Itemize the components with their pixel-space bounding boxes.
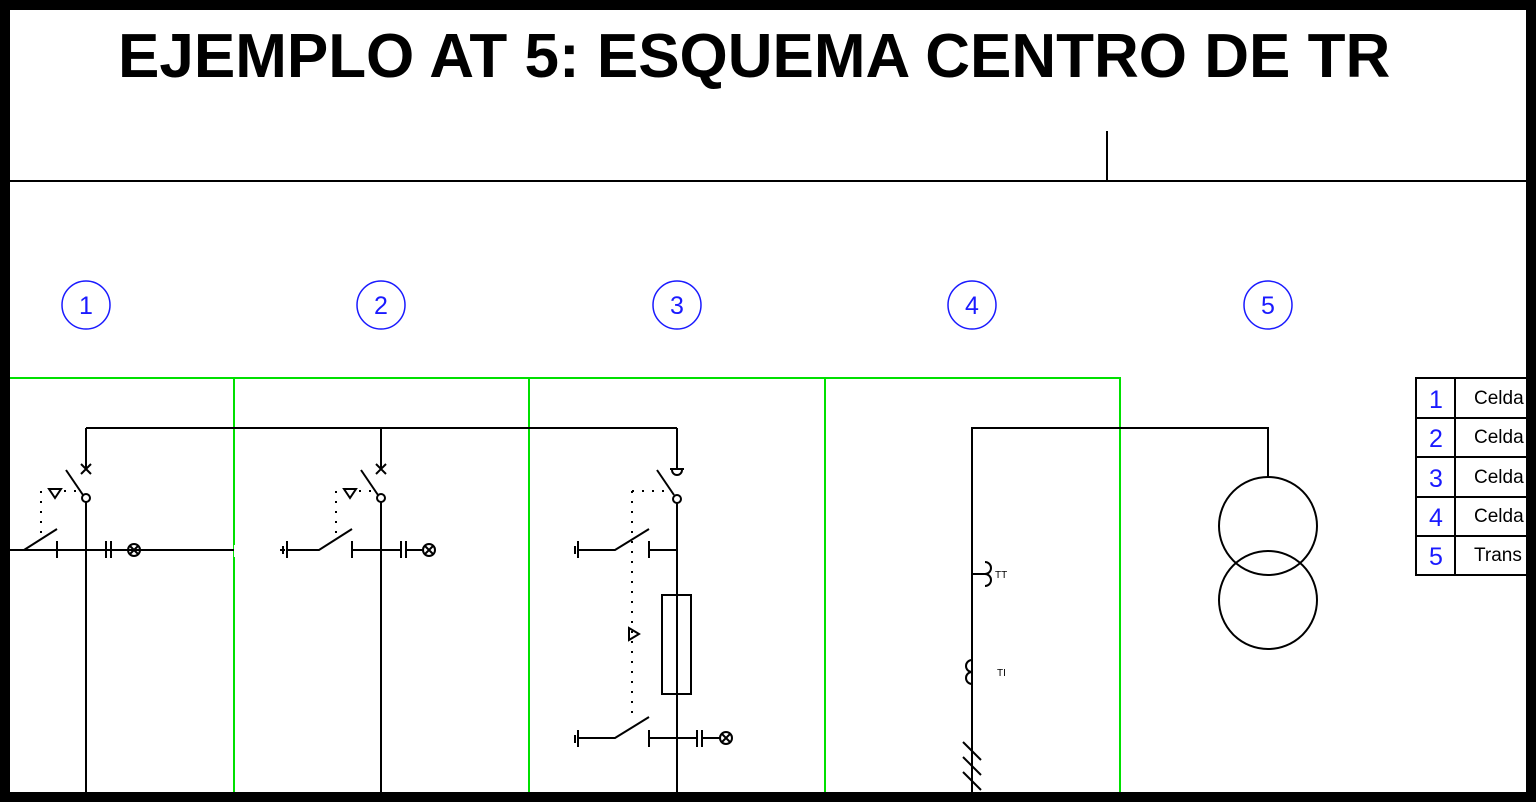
transformer-icon [1218, 476, 1318, 650]
legend-row: 2 Celda [1429, 425, 1524, 453]
switch-contact-icon [81, 493, 91, 503]
cell-number-markers: 1 2 3 4 5 [61, 280, 1293, 330]
legend-row: 3 Celda [1429, 465, 1524, 493]
svg-text:Trans: Trans [1474, 545, 1522, 566]
single-line-diagram: EJEMPLO AT 5: ESQUEMA CENTRO DE TR 1 2 3… [10, 22, 1526, 792]
svg-text:2: 2 [374, 292, 388, 320]
fuse-switch-icon [671, 469, 683, 476]
actuator-triangle-icon [47, 488, 63, 500]
svg-text:1: 1 [79, 292, 93, 320]
svg-text:Celda: Celda [1474, 427, 1524, 448]
svg-text:3: 3 [1429, 465, 1443, 493]
svg-text:Celda: Celda [1474, 467, 1524, 488]
earthing-switch-upper [574, 528, 677, 558]
drawing-sheet: EJEMPLO AT 5: ESQUEMA CENTRO DE TR 1 2 3… [10, 10, 1526, 792]
legend-row: 4 Celda [1429, 504, 1524, 532]
disconnector-x-icon [80, 463, 92, 475]
cell-marker-3: 3 [652, 280, 702, 330]
diagram-title: EJEMPLO AT 5: ESQUEMA CENTRO DE TR [118, 22, 1390, 91]
earth-icon [282, 541, 300, 558]
svg-text:4: 4 [965, 292, 979, 320]
svg-text:2: 2 [1429, 425, 1443, 453]
legend-row: 1 Celda [1429, 386, 1524, 414]
svg-text:Celda: Celda [1474, 388, 1524, 409]
earthing-switch-lower [574, 716, 733, 747]
line-cell-1 [10, 428, 141, 792]
svg-text:1: 1 [1429, 386, 1443, 414]
fuse-icon [661, 594, 692, 695]
metering-cell-4: TT TI [962, 427, 1269, 792]
cell-marker-2: 2 [356, 280, 406, 330]
cell-marker-5: 5 [1243, 280, 1293, 330]
svg-text:5: 5 [1429, 543, 1443, 571]
mask [234, 545, 280, 557]
svg-text:4: 4 [1429, 504, 1443, 532]
voltage-transformer-icon [984, 561, 992, 587]
actuator-triangle-icon [628, 626, 641, 642]
svg-text:5: 5 [1261, 292, 1275, 320]
legend-row: 5 Trans [1429, 543, 1522, 571]
ti-label: TI [997, 668, 1006, 679]
cell-marker-4: 4 [947, 280, 997, 330]
earthing-switch [10, 528, 58, 551]
cable-hatch-icon [962, 741, 982, 791]
cell-frames [10, 377, 1121, 792]
protection-cell-3 [574, 428, 733, 792]
svg-text:3: 3 [670, 292, 684, 320]
tt-label: TT [995, 570, 1007, 581]
indicator-lamp-icon [719, 731, 733, 745]
svg-text:Celda: Celda [1474, 506, 1524, 527]
current-transformer-icon [965, 659, 973, 685]
cell-marker-1: 1 [61, 280, 111, 330]
